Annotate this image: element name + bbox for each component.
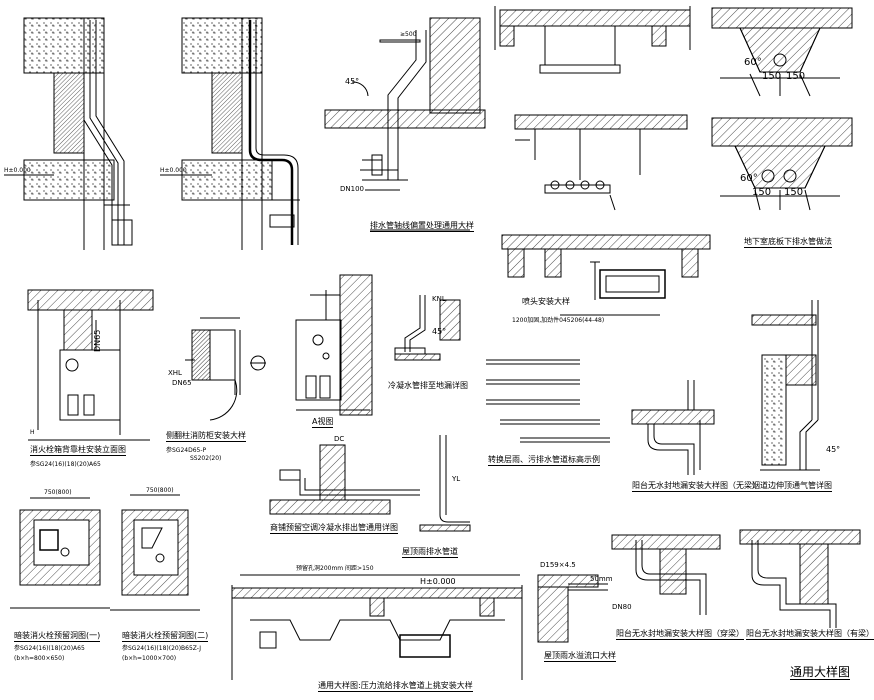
detail-shop-ac xyxy=(269,444,420,515)
basement-drain-title: 地下室底板下排水管做法 xyxy=(744,237,832,248)
detail-drain-offset xyxy=(324,17,486,231)
side-cabinet-ref2: SS202(20) xyxy=(190,455,222,462)
drain-offset-angle: 45° xyxy=(345,77,360,86)
shop-ac-code: DC xyxy=(334,435,345,443)
elev-label-3: H xyxy=(30,429,35,436)
balcony-nobeam-title: 阳台无水封地漏安装大样图（无梁） xyxy=(632,481,760,492)
detail-sprinkler-mid xyxy=(514,114,688,211)
sheet-title: 通用大样图 xyxy=(790,665,851,680)
hydrant-hole1-dim: 750(800) xyxy=(44,489,72,496)
view-a-title: A视图 xyxy=(312,417,334,428)
detail-side-cabinet xyxy=(185,317,266,421)
trench2-d1: 150 xyxy=(752,187,772,198)
roof-overflow-dn: DN80 xyxy=(612,603,632,611)
hydrant-hole1-size: (b×h=800×650) xyxy=(14,655,65,662)
hydrant-hole1-title-b: 暗装消火栓预留洞图(一) xyxy=(14,631,101,642)
roof-overflow-dim: 50mm xyxy=(590,575,613,583)
detail-sprinkler-top xyxy=(494,6,691,74)
side-cabinet-pipe: DN65 xyxy=(172,379,192,387)
condensate-floor-title: 冷凝水管排至地漏详图 xyxy=(388,381,468,390)
hydrant-column-pipe: DN65 xyxy=(93,329,102,352)
pressure-flow-note: 预留孔洞200mm 间距>150 xyxy=(296,565,374,572)
detail-hydrant-hole-1 xyxy=(10,497,110,609)
detail-balcony-nobeam xyxy=(631,380,715,475)
shop-ac-title: 商铺预留空调冷凝水排出管通用详图 xyxy=(270,523,398,534)
drain-offset-pipe: DN100 xyxy=(340,185,364,193)
detail-basement-trench-2 xyxy=(711,117,853,211)
hydrant-column-ref: 参SG24(16)(18)(20)A65 xyxy=(30,461,101,468)
balcony-through-title: 阳台无水封地漏安装大样图（穿梁） xyxy=(616,629,744,640)
detail-condensate-floor xyxy=(394,295,461,361)
pressure-flow-level: H±0.000 xyxy=(420,577,456,586)
hydrant-hole2-size: (b×h=1000×700) xyxy=(122,655,177,662)
trench1-d2: 150 xyxy=(786,71,806,82)
trench1-d1: 150 xyxy=(762,71,782,82)
flue-vent-angle: 45° xyxy=(826,445,841,454)
hydrant-hole2-title: 暗装消火栓预留洞图(二) xyxy=(122,631,209,642)
roof-rain-code: YL xyxy=(452,475,461,483)
trench1-angle: 60° xyxy=(744,57,762,68)
condensate-floor-code: KNL xyxy=(432,295,446,303)
hydrant-hole2-ref: 参SG24(16)(18)(20)B65Z-J xyxy=(122,645,202,652)
hydrant-hole1-ref: 参SG24(16)(18)(20)A65 xyxy=(14,645,85,652)
balcony-beam-title: 阳台无水封地漏安装大样图（有梁） xyxy=(746,629,874,640)
hydrant-hole2-dim: 750(800) xyxy=(146,487,174,494)
roof-overflow-title: 屋顶雨水溢流口大样 xyxy=(544,651,616,662)
detail-hydrant-hole-2 xyxy=(110,494,200,611)
elev-label-2: H±0.000 xyxy=(160,167,187,174)
pressure-flow-title: 通用大样图:压力流给排水管道上挑安装大样 xyxy=(318,681,473,692)
sprinkler-title: 喷头安装大样 xyxy=(522,297,570,306)
detail-pressure-flow xyxy=(231,574,523,680)
detail-wall-offset-1 xyxy=(4,17,133,250)
sprinkler-note: 1200加固,加劲件045206(44-48) xyxy=(512,317,605,324)
side-cabinet-ref: 参SG24D65-P xyxy=(166,447,207,454)
side-cabinet-title: 侧翻柱消防柜安装大样 xyxy=(166,431,246,442)
detail-roof-overflow xyxy=(537,574,608,643)
trench2-d2: 150 xyxy=(784,187,804,198)
detail-hydrant-column xyxy=(27,289,154,441)
detail-wall-offset-2 xyxy=(160,17,300,250)
flue-vent-title: 烟道边伸顶通气管详图 xyxy=(752,481,832,492)
condensate-floor-angle: 45° xyxy=(432,327,447,336)
mark-example-title: 转换层雨、污排水管道标高示例 xyxy=(488,455,600,466)
detail-basement-trench-1 xyxy=(711,7,853,97)
detail-sprinkler-install xyxy=(501,234,711,316)
detail-view-a xyxy=(295,274,373,416)
detail-balcony-through xyxy=(611,534,721,615)
detail-roof-rain xyxy=(419,435,471,532)
hydrant-column-title: 消火栓箱背靠柱安装立面图 xyxy=(30,445,126,456)
drain-offset-title: 排水管轴线偏置处理通用大样 xyxy=(370,221,474,232)
detail-flue-vent xyxy=(751,300,820,471)
drain-offset-dim: ≥500 xyxy=(400,31,417,38)
detail-mark-example xyxy=(486,359,610,443)
trench2-angle: 60° xyxy=(740,173,758,184)
elev-label-1: H±0.000 xyxy=(4,167,31,174)
roof-overflow-pipe: D159×4.5 xyxy=(540,561,576,569)
roof-rain-title: 屋顶雨排水管道 xyxy=(402,547,458,558)
side-cabinet-code: XHL xyxy=(168,369,182,377)
detail-balcony-beam xyxy=(739,529,861,628)
